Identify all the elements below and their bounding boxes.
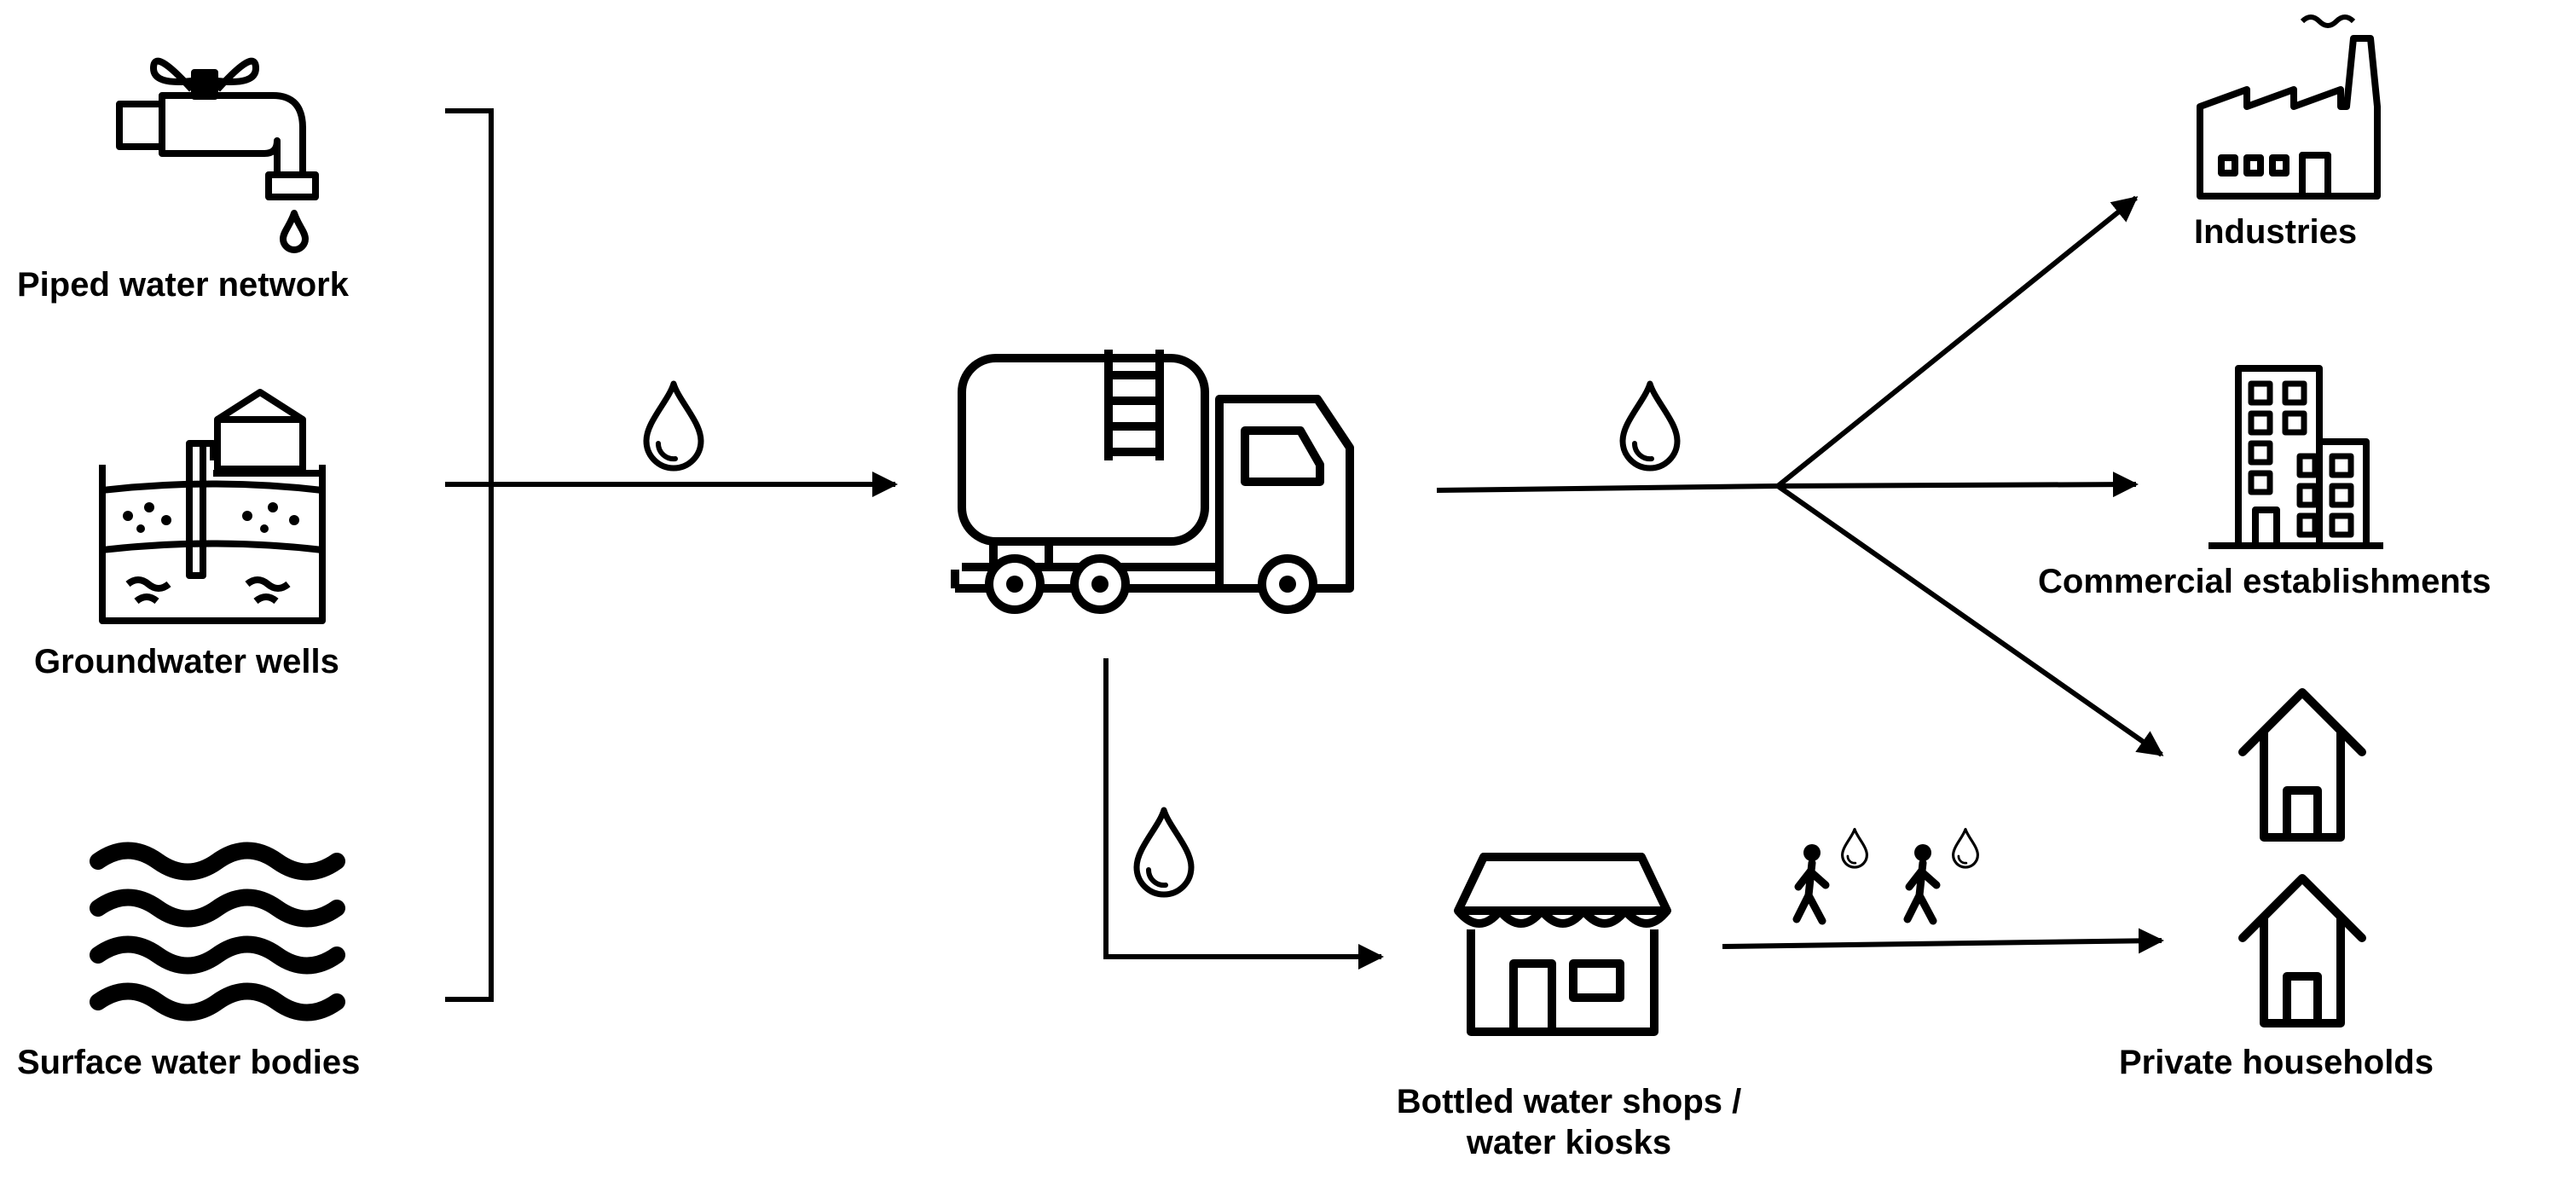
arrow-tanker-to-branch (1436, 483, 1779, 493)
destination-label-commercial: Commercial establishments (2038, 563, 2492, 600)
kiosk-label: Bottled water shops / water kiosks (1356, 1081, 1782, 1163)
water-drop-icon (1841, 827, 1868, 869)
kiosk-label-line1: Bottled water shops / (1396, 1083, 1742, 1120)
water-drop-icon (1952, 827, 1979, 869)
destination-label-households: Private households (2119, 1044, 2434, 1081)
water-drop-icon (1623, 384, 1677, 468)
kiosk-label-line2: water kiosks (1466, 1124, 1672, 1161)
water-tanker-truck-icon (951, 350, 1354, 614)
office-building-icon (2208, 365, 2383, 549)
house-icon (2243, 878, 2362, 1023)
walking-person-icon (1797, 844, 1826, 921)
source-label-piped: Piped water network (17, 266, 349, 304)
arrow-to-industries (1776, 195, 2139, 489)
arrow-to-households (1776, 483, 2164, 757)
arrow-kiosk-to-households (1722, 928, 2164, 954)
factory-icon (2197, 14, 2381, 200)
destination-label-industries: Industries (2194, 213, 2358, 251)
water-waves-icon (90, 842, 345, 1022)
kiosk-shop-icon (1454, 853, 1671, 1036)
sources-bracket (445, 108, 494, 1002)
arrow-to-commercial (1777, 472, 2139, 498)
water-drop-icon (1137, 810, 1191, 894)
source-label-groundwater: Groundwater wells (34, 643, 339, 680)
water-tap-icon (116, 57, 319, 253)
walking-person-icon (1907, 844, 1936, 921)
arrow-tanker-to-kiosk (1103, 658, 1384, 970)
house-icon (2243, 692, 2362, 837)
water-drop-icon (646, 384, 701, 468)
groundwater-well-icon (99, 389, 326, 624)
source-label-surface: Surface water bodies (17, 1044, 361, 1081)
